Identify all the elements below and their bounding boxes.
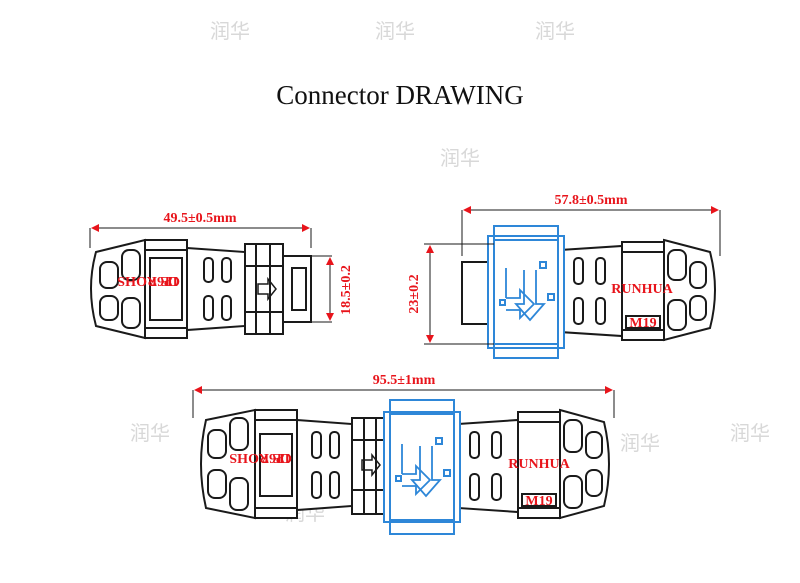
model-label: M19 [629, 316, 656, 331]
ip-rating-label: IP67 [150, 273, 178, 288]
ip-rating-label-assembled: IP67 [262, 450, 290, 465]
watermark: 润华 [210, 19, 250, 43]
watermark: 润华 [130, 421, 170, 445]
socket-blue-coupler [487, 225, 565, 359]
watermark: 润华 [375, 19, 415, 43]
watermark: 润华 [535, 19, 575, 43]
plug-length-label: 49.5±0.5mm [163, 211, 236, 226]
watermark: 润华 [440, 146, 480, 170]
socket-length-label: 57.8±0.5mm [554, 193, 627, 208]
total-length-label: 95.5±1mm [373, 373, 436, 388]
cert-label: CE ROHS [117, 273, 180, 288]
plug-height-label: 18.5±0.2 [339, 265, 354, 315]
brand-label: RUNHUA [611, 282, 673, 297]
watermark: 润华 [620, 431, 660, 455]
brand-label-assembled: RUNHUA [508, 457, 570, 472]
socket-connector [461, 238, 716, 342]
cert-label-assembled: CE ROHS [229, 450, 292, 465]
model-label-assembled: M19 [525, 494, 552, 509]
plug-connector [90, 238, 312, 340]
assembled-blue-coupler [383, 399, 461, 535]
watermark: 润华 [730, 421, 770, 445]
watermark-group: 润华 润华 润华 润华 润华 润华 润华 润华 [130, 19, 770, 525]
page-title: Connector DRAWING [276, 80, 524, 110]
socket-height-label: 23±0.2 [407, 274, 422, 313]
